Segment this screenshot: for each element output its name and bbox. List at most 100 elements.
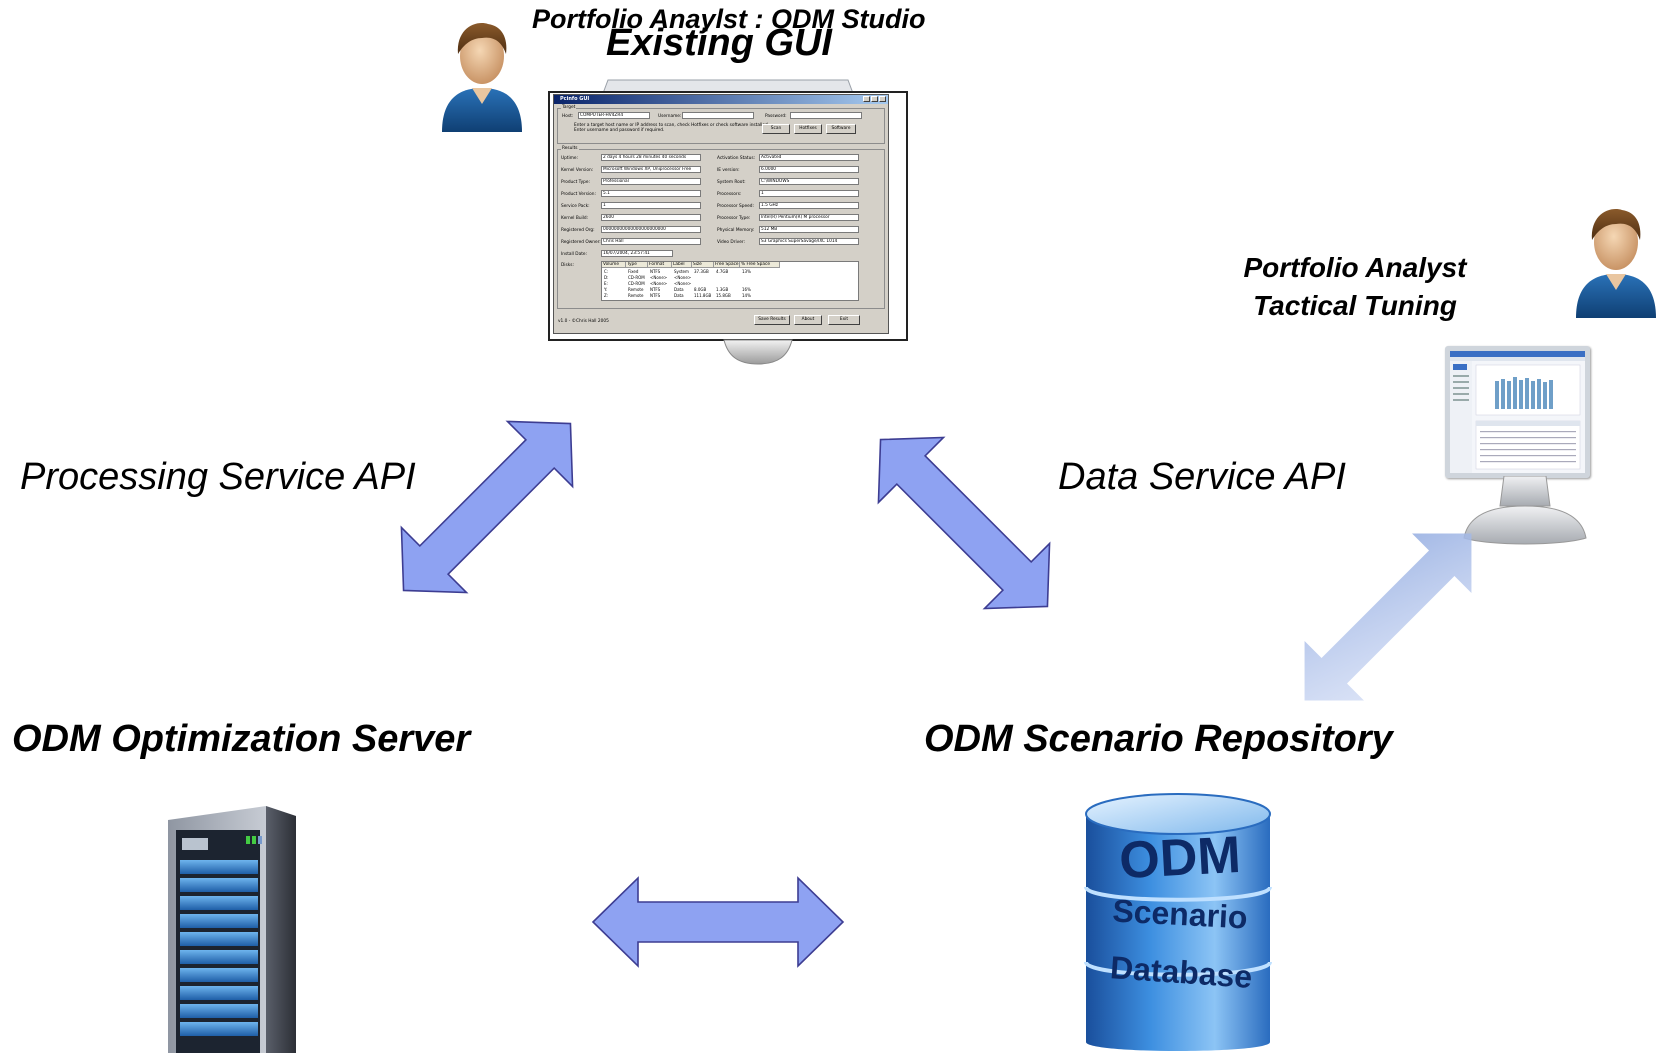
- disk-cell: Remote: [628, 293, 644, 298]
- hotfixes-button[interactable]: Hotfixes: [794, 124, 822, 134]
- window-title: Pcinfo GUI: [560, 96, 590, 102]
- disk-cell: D:: [604, 275, 609, 280]
- results-group-label: Results: [561, 146, 579, 151]
- system-root-field: C:\WINDOWS: [759, 178, 859, 185]
- product-version-label: Product Version:: [561, 192, 596, 197]
- disk-cell: 15.8GB: [716, 293, 731, 298]
- video-driver-label: Video Driver:: [717, 240, 745, 245]
- disk-cell: 1.3GB: [716, 287, 729, 292]
- user-icon-top: [442, 23, 522, 132]
- scan-button[interactable]: Scan: [762, 124, 790, 134]
- minimize-icon[interactable]: [863, 96, 870, 102]
- tactical-monitor-stand: [1463, 476, 1587, 545]
- disk-col-header[interactable]: Label: [672, 262, 692, 268]
- window-titlebar: Pcinfo GUI: [554, 95, 888, 104]
- disk-cell: 14%: [742, 293, 751, 298]
- tactical-tuning-screen-content: [1450, 351, 1585, 473]
- registered-owner-field: Chris Hall: [601, 238, 701, 245]
- disk-cell: 8.0GB: [694, 287, 707, 292]
- disk-col-header[interactable]: Size: [692, 262, 714, 268]
- disk-cell: <None>: [650, 281, 668, 286]
- software-button[interactable]: Software: [826, 124, 856, 134]
- registered-org-label: Registered Org:: [561, 228, 595, 233]
- disk-cell: Fixed: [628, 269, 639, 274]
- ie-version-field: 6.0000: [759, 166, 859, 173]
- tactical-repository-arrow: [1304, 533, 1472, 701]
- title-existing-gui: Existing GUI: [606, 22, 832, 64]
- processors-label: Processors:: [717, 192, 742, 197]
- kernel-build-label: Kernel Build:: [561, 216, 589, 221]
- disk-cell: Remote: [628, 287, 644, 292]
- disk-cell: Y:: [604, 287, 608, 292]
- host-label: Host:: [562, 114, 574, 119]
- title-right-line-1: Portfolio Analyst: [1243, 252, 1467, 283]
- disk-cell: Data: [674, 293, 684, 298]
- registered-org-field: 00000000000000000000000: [601, 226, 701, 233]
- server-icon: [168, 806, 296, 1053]
- install-date-field: 16/07/2004, 23:57:41: [601, 250, 673, 257]
- physical-memory-field: 512 MB: [759, 226, 859, 233]
- disk-cell: 4.7GB: [716, 269, 729, 274]
- save-results-button[interactable]: Save Results: [754, 315, 790, 325]
- disk-cell: Data: [674, 287, 684, 292]
- disk-cell: <None>: [674, 281, 692, 286]
- target-group: [557, 108, 885, 144]
- disk-col-header[interactable]: Free Space: [714, 262, 740, 268]
- username-input[interactable]: [682, 112, 754, 119]
- service-pack-field: 1: [601, 202, 701, 209]
- disk-cell: 111.8GB: [694, 293, 712, 298]
- disks-list: Volume Type Format Label Size Free Space…: [601, 261, 859, 301]
- username-label: Username:: [658, 114, 682, 119]
- kernel-version-label: Kernel Version:: [561, 168, 594, 173]
- product-type-label: Product Type:: [561, 180, 590, 185]
- host-input[interactable]: COMPUTER-HV4ZR4: [578, 112, 650, 119]
- password-label: Password:: [765, 114, 787, 119]
- exit-button[interactable]: Exit: [828, 315, 860, 325]
- processors-field: 1: [759, 190, 859, 197]
- processor-speed-label: Processor Speed:: [717, 204, 754, 209]
- database-icon: [1084, 793, 1272, 1051]
- disk-cell: 16%: [742, 287, 751, 292]
- about-button[interactable]: About: [794, 315, 822, 325]
- title-right-line-2: Tactical Tuning: [1253, 290, 1457, 321]
- odm-optimization-server-label: ODM Optimization Server: [12, 718, 471, 760]
- activation-status-field: Activated: [759, 154, 859, 161]
- disk-cell: Z:: [604, 293, 609, 298]
- disk-col-header[interactable]: Type: [626, 262, 648, 268]
- tactical-tuning-monitor: [1445, 346, 1590, 478]
- disk-col-header[interactable]: % Free Space: [740, 262, 780, 268]
- processor-speed-field: 1.5 GHz: [759, 202, 859, 209]
- disk-cell: <None>: [674, 275, 692, 280]
- title-portfolio-analyst-studio: Portfolio Anaylst : ODM Studio: [532, 4, 926, 34]
- disk-col-header[interactable]: Format: [648, 262, 672, 268]
- disk-col-header[interactable]: Volume: [602, 262, 626, 268]
- ie-version-label: IE version:: [717, 168, 740, 173]
- existing-gui-window: Pcinfo GUI Target Host: COMPUTER-HV4ZR4 …: [553, 94, 889, 334]
- video-driver-field: S3 Graphics SuperSavage/IXC 1014: [759, 238, 859, 245]
- close-icon[interactable]: [879, 96, 886, 102]
- help-text-line-1: Enter a target host name or IP address t…: [574, 123, 770, 128]
- data-api-arrow: [877, 436, 1051, 610]
- odm-scenario-repository-label: ODM Scenario Repository: [924, 718, 1393, 760]
- title-portfolio-analyst-tactical: Portfolio Analyst Tactical Tuning: [1210, 249, 1500, 325]
- service-pack-label: Service Pack:: [561, 204, 590, 209]
- user-icon-right: [1576, 209, 1656, 318]
- disk-cell: E:: [604, 281, 608, 286]
- data-service-api-label: Data Service API: [1058, 456, 1346, 498]
- password-input[interactable]: [790, 112, 862, 119]
- results-group: [557, 149, 885, 309]
- uptime-field: 2 days 4 hours 28 minutes 40 seconds: [601, 154, 701, 161]
- disk-cell: <None>: [650, 275, 668, 280]
- server-drive-bays: [180, 860, 258, 1036]
- disk-cell: CD-ROM: [628, 275, 645, 280]
- help-text-line-2: Enter username and password if required.: [574, 128, 665, 133]
- server-database-arrow: [591, 876, 845, 968]
- product-type-field: Professional: [601, 178, 701, 185]
- disk-cell: C:: [604, 269, 609, 274]
- registered-owner-label: Registered Owner:: [561, 240, 601, 245]
- disk-cell: System: [674, 269, 689, 274]
- maximize-icon[interactable]: [871, 96, 878, 102]
- disk-cell: NTFS: [650, 269, 661, 274]
- database-label-odm: ODM: [1117, 825, 1243, 891]
